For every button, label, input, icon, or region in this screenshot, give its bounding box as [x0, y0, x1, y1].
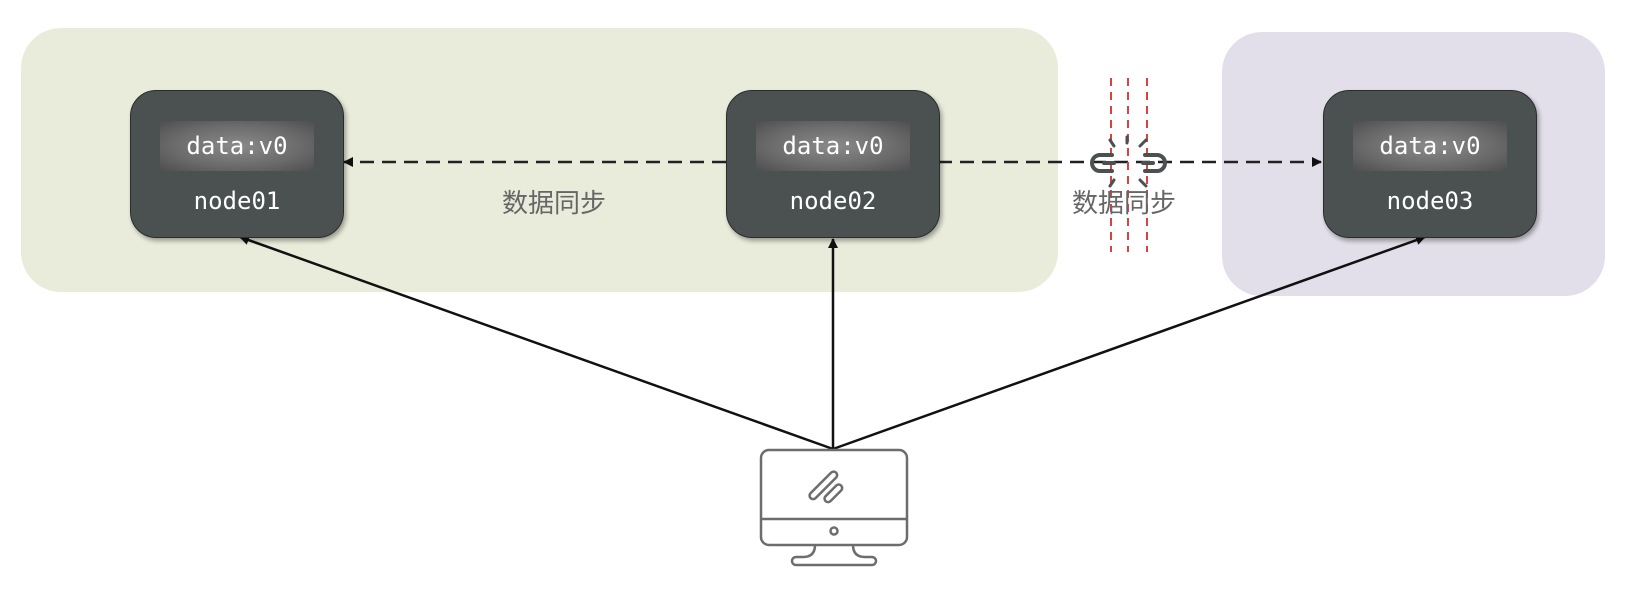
node02-label: node02 — [789, 187, 877, 215]
sync-label-node02-node01: 数据同步 — [502, 189, 607, 219]
node02-data: data:v0 — [756, 121, 910, 171]
node02-box: data:v0 node02 — [726, 90, 940, 238]
sync-label-node02-node03: 数据同步 — [1072, 189, 1177, 219]
node01-data: data:v0 — [160, 121, 314, 171]
desktop-computer-icon — [759, 448, 909, 567]
client-arrow-node03 — [832, 235, 1426, 451]
node01-box: data:v0 node01 — [130, 90, 344, 238]
node03-label: node03 — [1386, 187, 1474, 215]
node01-label: node01 — [193, 187, 281, 215]
broken-link-icon — [1090, 135, 1167, 188]
node03-box: data:v0 node03 — [1323, 90, 1537, 238]
node03-data: data:v0 — [1353, 121, 1507, 171]
partition-lines — [1110, 78, 1148, 252]
client-arrow-node01 — [239, 235, 834, 451]
